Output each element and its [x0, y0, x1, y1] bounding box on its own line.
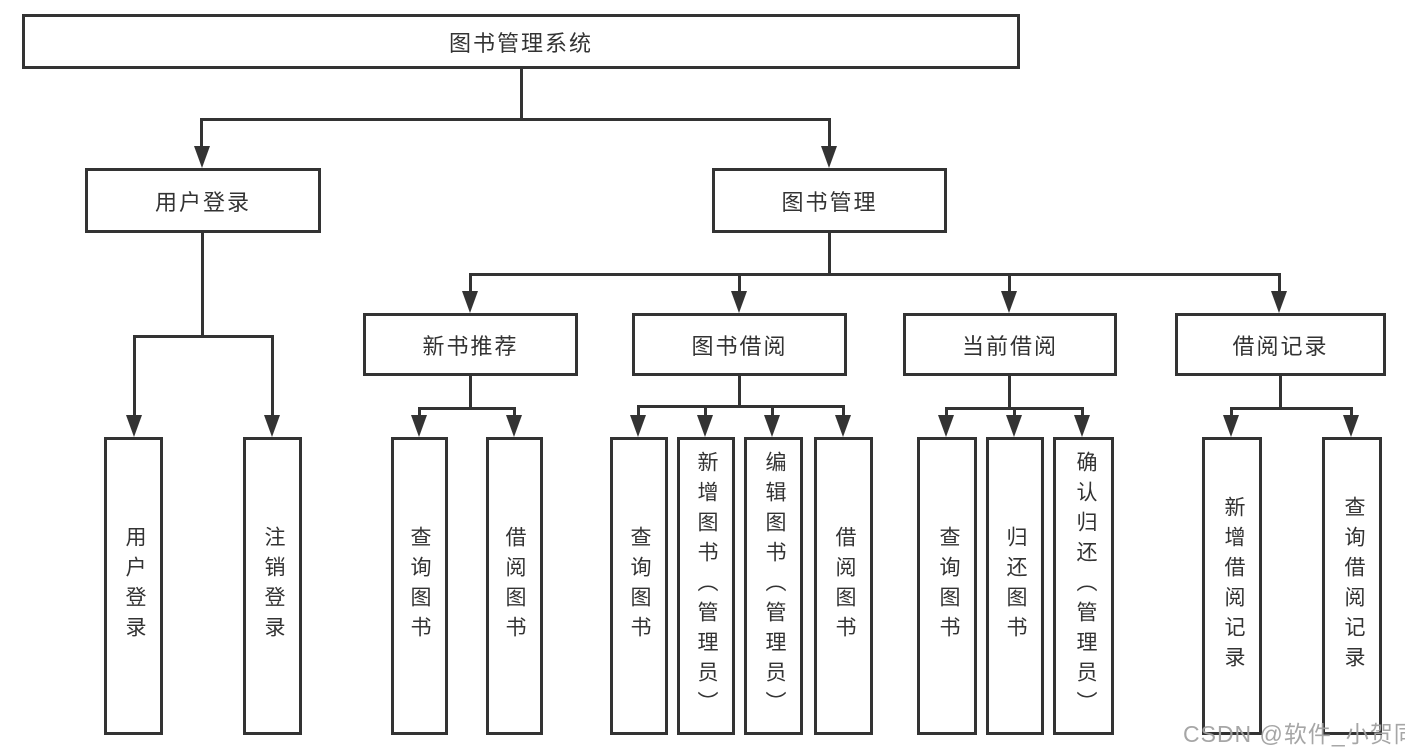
leaf-label: 借阅图书: [833, 526, 856, 646]
leaf-label: 注销登录: [262, 526, 285, 646]
leaf-query-borrow-record: 查询借阅记录: [1322, 437, 1382, 735]
leaf-query-books-3: 查询图书: [917, 437, 977, 735]
connector-line: [1278, 273, 1281, 295]
connector-line: [1350, 407, 1353, 420]
leaf-confirm-return-admin: 确认归还（管理员）: [1053, 437, 1114, 735]
connector-line: [200, 118, 203, 150]
node-new-book-recommendation: 新书推荐: [363, 313, 578, 376]
leaf-label: 用户登录: [123, 526, 146, 646]
leaf-borrow-books-1: 借阅图书: [486, 437, 543, 735]
node-label: 当前借阅: [961, 333, 1058, 359]
connector-line: [704, 405, 707, 420]
arrow-down-icon: [630, 415, 646, 437]
leaf-query-books-1: 查询图书: [391, 437, 448, 735]
arrow-down-icon: [1223, 415, 1239, 437]
node-current-borrowing: 当前借阅: [903, 313, 1117, 376]
node-label: 图书管理系统: [448, 30, 593, 56]
arrow-down-icon: [462, 291, 478, 313]
connector-line: [469, 376, 472, 407]
leaf-return-books: 归还图书: [986, 437, 1044, 735]
arrow-down-icon: [1271, 291, 1287, 313]
node-borrowing-records: 借阅记录: [1175, 313, 1386, 376]
connector-line: [200, 118, 831, 121]
leaf-label: 新增借阅记录: [1222, 496, 1245, 676]
leaf-edit-book-admin: 编辑图书（管理员）: [744, 437, 803, 735]
leaf-label: 编辑图书（管理员）: [763, 451, 786, 721]
arrow-down-icon: [731, 291, 747, 313]
leaf-label: 查询图书: [937, 526, 960, 646]
connector-line: [1279, 376, 1282, 407]
node-label: 用户登录: [154, 189, 251, 215]
leaf-user-login: 用户登录: [104, 437, 163, 735]
connector-line: [418, 407, 421, 420]
connector-line: [513, 407, 516, 420]
leaf-add-borrow-record: 新增借阅记录: [1202, 437, 1262, 735]
connector-line: [133, 335, 274, 338]
connector-line: [271, 335, 274, 420]
arrow-down-icon: [764, 415, 780, 437]
leaf-label: 归还图书: [1004, 526, 1027, 646]
leaf-add-book-admin: 新增图书（管理员）: [677, 437, 735, 735]
arrow-down-icon: [821, 146, 837, 168]
connector-line: [637, 405, 845, 408]
connector-line: [469, 273, 1281, 276]
connector-line: [1081, 407, 1084, 420]
node-label: 图书借阅: [691, 333, 788, 359]
node-label: 借阅记录: [1232, 333, 1329, 359]
leaf-logout: 注销登录: [243, 437, 302, 735]
arrow-down-icon: [1006, 415, 1022, 437]
node-label: 图书管理: [781, 189, 878, 215]
leaf-label: 确认归还（管理员）: [1074, 451, 1097, 721]
node-user-login: 用户登录: [85, 168, 321, 233]
connector-line: [828, 233, 831, 273]
leaf-label: 查询图书: [628, 526, 651, 646]
arrow-down-icon: [264, 415, 280, 437]
connector-line: [201, 233, 204, 335]
leaf-label: 查询图书: [408, 526, 431, 646]
connector-line: [738, 376, 741, 405]
connector-line: [828, 118, 831, 150]
leaf-label: 查询借阅记录: [1342, 496, 1365, 676]
connector-line: [945, 407, 948, 420]
arrow-down-icon: [697, 415, 713, 437]
node-book-borrowing: 图书借阅: [632, 313, 847, 376]
leaf-borrow-books-2: 借阅图书: [814, 437, 873, 735]
leaf-label: 借阅图书: [503, 526, 526, 646]
arrow-down-icon: [1001, 291, 1017, 313]
connector-line: [133, 335, 136, 420]
arrow-down-icon: [506, 415, 522, 437]
connector-line: [520, 69, 523, 121]
arrow-down-icon: [126, 415, 142, 437]
arrow-down-icon: [411, 415, 427, 437]
node-library-management-system: 图书管理系统: [22, 14, 1020, 69]
connector-line: [637, 405, 640, 420]
connector-line: [1230, 407, 1233, 420]
arrow-down-icon: [1343, 415, 1359, 437]
connector-line: [842, 405, 845, 420]
leaf-query-books-2: 查询图书: [610, 437, 668, 735]
leaf-label: 新增图书（管理员）: [695, 451, 718, 721]
connector-line: [738, 273, 741, 295]
node-label: 新书推荐: [422, 333, 519, 359]
connector-line: [469, 273, 472, 295]
connector-line: [418, 407, 516, 410]
arrow-down-icon: [194, 146, 210, 168]
connector-line: [1008, 376, 1011, 407]
arrow-down-icon: [938, 415, 954, 437]
connector-line: [1008, 273, 1011, 295]
arrow-down-icon: [1074, 415, 1090, 437]
arrow-down-icon: [835, 415, 851, 437]
csdn-watermark: CSDN @软件_小贺同学: [1183, 721, 1405, 747]
connector-line: [771, 405, 774, 420]
node-book-management: 图书管理: [712, 168, 947, 233]
connector-line: [1230, 407, 1353, 410]
connector-line: [1013, 407, 1016, 420]
